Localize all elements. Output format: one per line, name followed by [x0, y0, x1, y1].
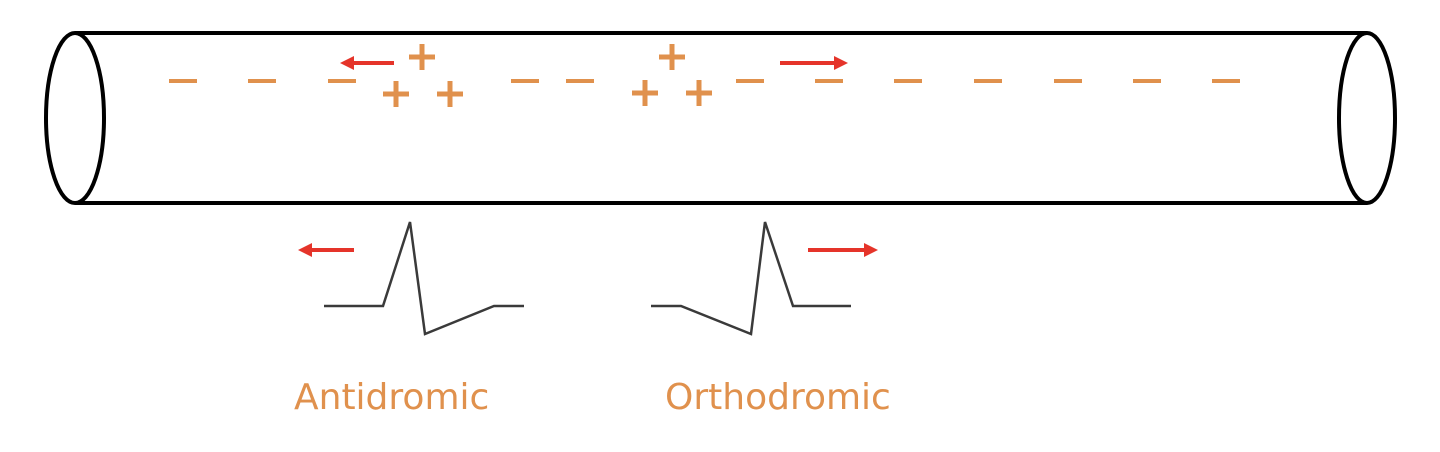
positive-charge: [686, 80, 712, 106]
arrow-right-on-axon: [780, 56, 848, 70]
axon-left-end: [44, 31, 106, 205]
action-potential-traces: [324, 221, 851, 336]
propagation-arrows: [298, 56, 878, 257]
orthodromic-label: Orthodromic: [665, 377, 891, 418]
positive-charge: [632, 80, 658, 106]
axon-right-end: [1337, 31, 1397, 205]
orthodromic-action-potential-trace: [651, 221, 851, 336]
axon-cylinder: [44, 31, 1397, 205]
positive-charge: [659, 44, 685, 70]
positive-charge: [383, 81, 409, 107]
membrane-charges: [169, 44, 1240, 107]
positive-charge: [409, 44, 435, 70]
antidromic-action-potential-trace: [324, 221, 524, 336]
arrow-left-antidromic: [298, 243, 354, 257]
positive-charge: [437, 81, 463, 107]
arrow-left-on-axon: [340, 56, 394, 70]
arrow-right-orthodromic: [808, 243, 878, 257]
antidromic-label: Antidromic: [294, 377, 490, 418]
